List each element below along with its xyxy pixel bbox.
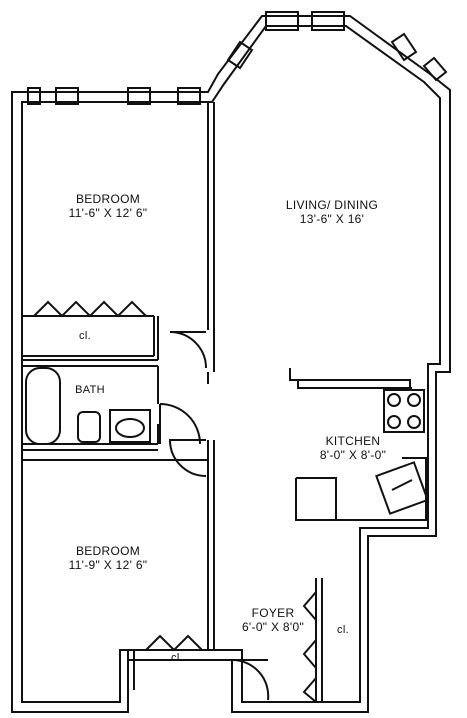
closet-wall [22,315,159,360]
bedroom-window [27,87,201,105]
room-dimensions: 11'-9" X 12' 6" [68,558,148,572]
living-label: LIVING/ DINING 13'-6" X 16' [272,198,392,226]
bathtub [25,367,61,445]
bedroom-2-label: BEDROOM 11'-9" X 12' 6" [58,544,158,572]
room-name: FOYER [251,606,295,620]
room-dimensions: 6'-0" X 8'0" [241,620,305,634]
closet-wall [315,578,323,702]
room-dimensions: 13'-6" X 16' [299,212,365,226]
toilet [77,411,101,443]
stove [383,389,425,433]
room-name: BEDROOM [75,192,141,206]
bay-window [265,11,345,31]
bath-label: BATH [75,384,105,396]
sink [109,409,151,443]
center-wall [207,102,215,650]
kitchen-counter [289,368,412,390]
closet-1-label: cl. [79,330,91,342]
entry-door [231,658,270,701]
closet-2-label: cl. [171,652,183,664]
inner-wall [21,25,441,703]
bedroom-1-label: BEDROOM 11'-6" X 12' 6" [58,192,158,220]
closet-3-label: cl. [337,624,349,636]
room-name: KITCHEN [325,434,381,448]
room-name: LIVING/ DINING [285,198,379,212]
room-dimensions: 11'-6" X 12' 6" [68,206,148,220]
bedroom-door [168,331,207,477]
bath-wall [22,359,159,451]
kitchen-sink [375,461,429,515]
bath-door [159,403,201,445]
kitchen-label: KITCHEN 8'-0" X 8'-0" [298,434,408,462]
room-name: BEDROOM [75,544,141,558]
foyer-label: FOYER 6'-0" X 8'0" [228,606,318,634]
room-dimensions: 8'-0" X 8'-0" [319,448,387,462]
